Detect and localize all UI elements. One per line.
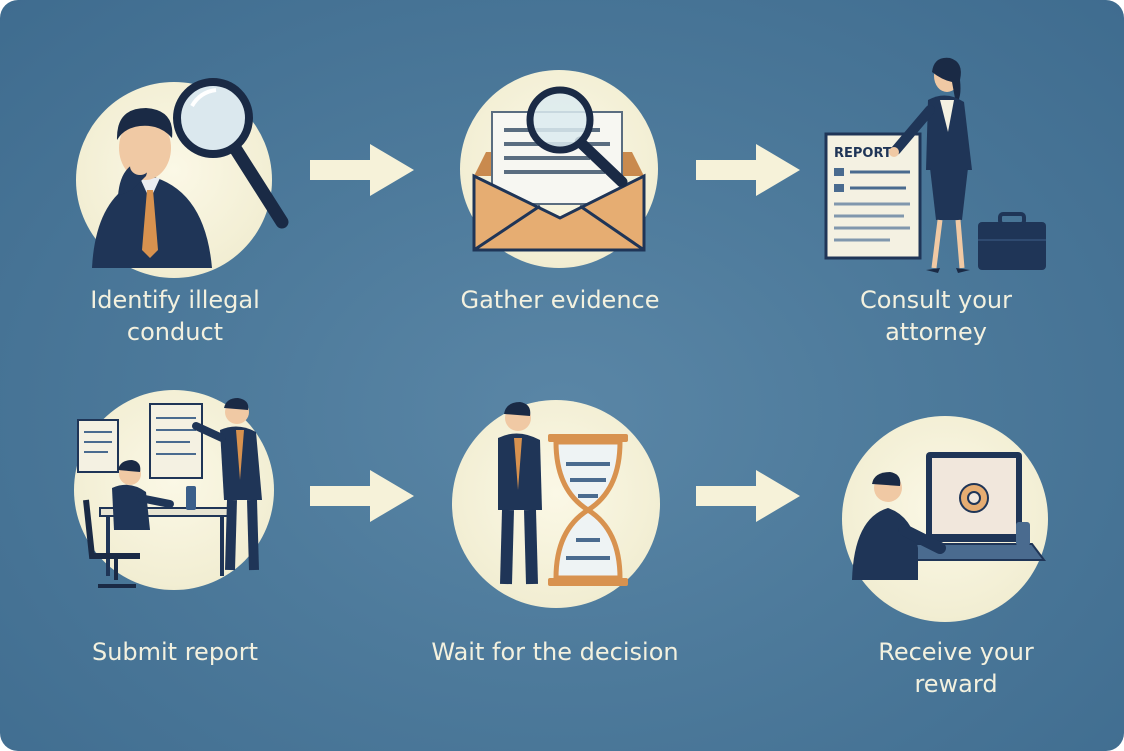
step-label: Identify illegal conduct	[90, 286, 260, 346]
step-label: Receive your reward	[878, 638, 1034, 698]
detective-illustration	[92, 78, 289, 268]
step-identify: Identify illegal conduct	[0, 0, 340, 360]
step-submit-report: Submit report	[0, 380, 340, 740]
arrow-right-icon	[696, 470, 800, 522]
step-receive-reward: Receive your reward	[800, 380, 1124, 740]
step-wait-decision: Wait for the decision	[400, 380, 720, 740]
waiting-illustration	[498, 402, 628, 586]
document-icon: REPORT	[824, 132, 922, 260]
hourglass-icon	[548, 434, 628, 586]
step-label: Gather evidence	[460, 286, 660, 314]
arrow-right-icon	[310, 470, 414, 522]
step-label: Consult your attorney	[859, 286, 1013, 346]
step-consult-attorney: REPORT	[800, 0, 1124, 360]
step-label: Submit report	[91, 638, 259, 666]
arrow-right-icon	[696, 144, 800, 196]
step-gather-evidence: Gather evidence	[400, 0, 720, 360]
briefcase-icon	[978, 212, 1046, 270]
magnifier-icon	[526, 86, 628, 188]
office-illustration	[77, 398, 262, 588]
attorney-illustration: REPORT	[824, 57, 1046, 273]
chair-icon	[83, 499, 140, 588]
report-heading: REPORT	[834, 146, 892, 161]
laptop-illustration	[852, 452, 1046, 580]
magnifier-icon	[173, 78, 289, 229]
envelope-illustration	[472, 86, 646, 252]
arrow-right-icon	[310, 144, 414, 196]
step-label: Wait for the decision	[431, 638, 679, 666]
